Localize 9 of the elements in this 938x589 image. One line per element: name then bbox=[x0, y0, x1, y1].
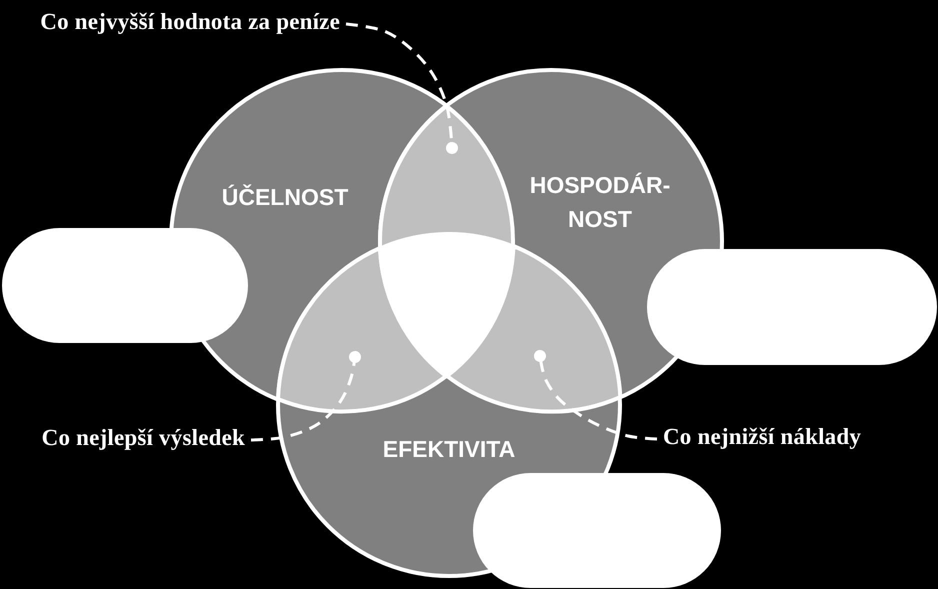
circle-label: HOSPODÁR- NOST bbox=[528, 171, 672, 234]
circle-label: ÚČELNOST bbox=[222, 183, 348, 212]
callout-text: Co nejvyšší hodnota za peníze bbox=[40, 9, 340, 35]
leader-line bbox=[534, 350, 658, 440]
circle-label: EFEKTIVITA bbox=[382, 435, 516, 464]
callout-text: Co nejlepší výsledek bbox=[42, 425, 245, 451]
callout-text: Co nejnižší náklady bbox=[663, 424, 862, 450]
leader-line bbox=[346, 22, 458, 154]
leader-line bbox=[250, 351, 361, 442]
